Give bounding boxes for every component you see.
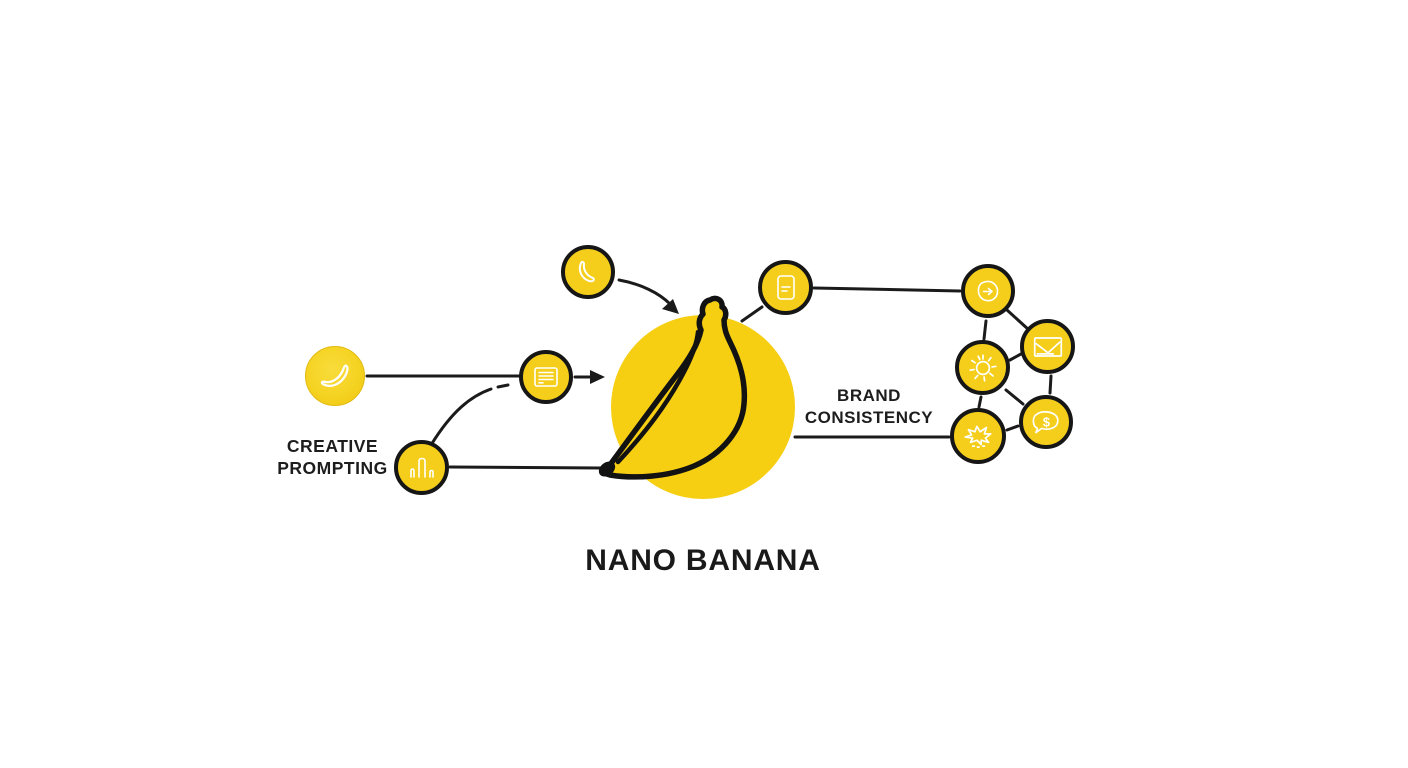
burst-icon bbox=[964, 425, 992, 449]
arrowhead-document-to-banana bbox=[590, 370, 605, 384]
connector-barchart-to-banana bbox=[448, 465, 602, 470]
connector-sun-to-burst bbox=[977, 395, 983, 409]
crescent-banana-icon bbox=[578, 260, 595, 283]
document-icon bbox=[534, 367, 558, 387]
connector-sun-to-money bbox=[1004, 388, 1025, 406]
creative-prompting-label: CREATIVE PROMPTING bbox=[240, 435, 425, 480]
connector-banana-to-phone bbox=[740, 305, 764, 323]
sun-icon bbox=[968, 353, 997, 382]
node-cycle bbox=[961, 264, 1015, 318]
connector-envelope-to-money bbox=[1048, 374, 1053, 395]
banana-outline-icon bbox=[320, 364, 349, 387]
node-banana-crescent bbox=[561, 245, 615, 299]
connector-phone-to-cycle bbox=[812, 286, 962, 293]
diagram-title: NANO BANANA bbox=[585, 544, 821, 577]
connector-burst-to-money bbox=[1005, 424, 1020, 432]
creative-label-line1: CREATIVE bbox=[286, 436, 379, 456]
node-phone-card bbox=[758, 260, 813, 315]
brand-consistency-label: BRAND CONSISTENCY bbox=[785, 385, 953, 429]
connector-cycle-to-sun bbox=[982, 319, 988, 341]
arrowhead-crescent-to-banana bbox=[662, 299, 679, 314]
creative-label-line2: PROMPTING bbox=[277, 458, 388, 479]
money-bubble-icon: $ bbox=[1032, 411, 1059, 434]
connector-crescent-to-banana-curve bbox=[617, 278, 672, 306]
node-message bbox=[1020, 319, 1075, 374]
dollar-sign: $ bbox=[1043, 414, 1050, 429]
banana-crease-line bbox=[615, 329, 701, 465]
connector-cycle-to-envelope bbox=[1005, 308, 1031, 332]
node-prompt-document bbox=[519, 350, 573, 404]
nano-banana-core bbox=[598, 295, 795, 499]
brand-label-line1: BRAND bbox=[837, 386, 901, 405]
cycle-arrow-icon bbox=[977, 280, 999, 302]
connector-barchart-curve-dash bbox=[496, 383, 510, 389]
node-money: $ bbox=[1019, 395, 1073, 449]
connector-sun-to-envelope bbox=[1008, 352, 1023, 362]
node-analytics-bars bbox=[394, 440, 449, 495]
bar-chart-icon bbox=[409, 457, 434, 478]
phone-card-icon bbox=[776, 274, 795, 300]
banana-tip bbox=[598, 461, 616, 477]
node-banana-sketch-input bbox=[305, 346, 365, 406]
node-sun bbox=[955, 340, 1010, 395]
connector-barchart-to-document-curve bbox=[429, 387, 493, 447]
brand-label-line2: CONSISTENCY bbox=[804, 407, 934, 427]
node-burst bbox=[950, 408, 1006, 464]
envelope-icon bbox=[1033, 336, 1062, 357]
